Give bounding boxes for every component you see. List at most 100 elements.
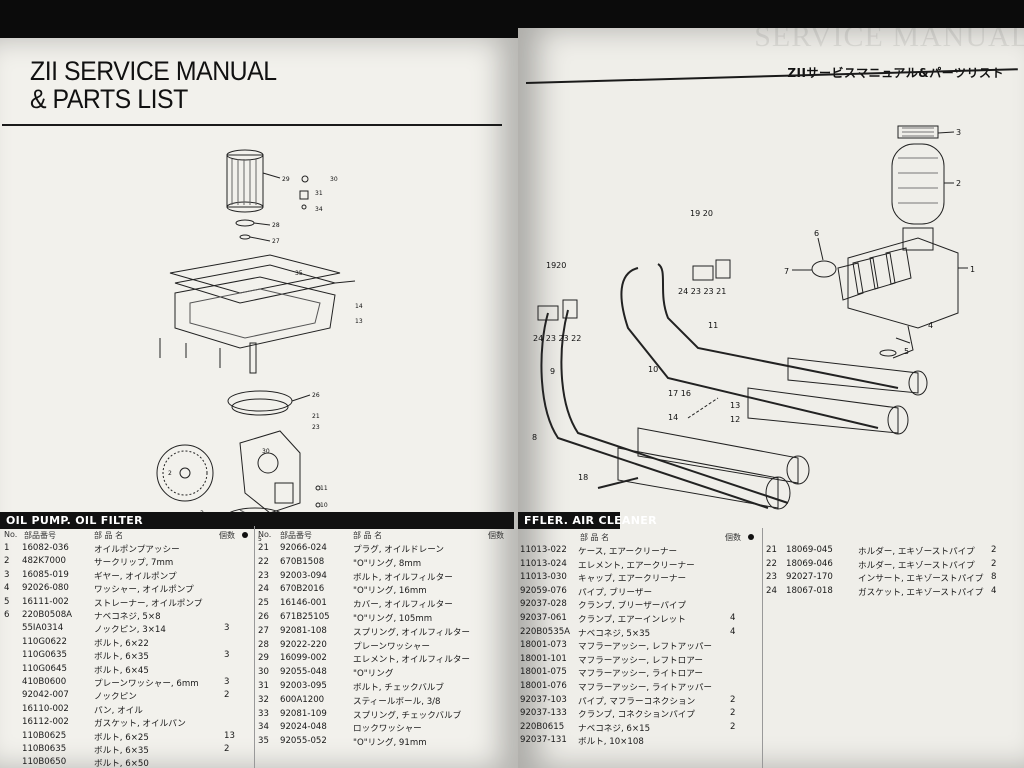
table-cell: 670B1508	[280, 556, 325, 567]
table-cell: ノックピン	[94, 692, 137, 703]
table-cell: 3	[224, 677, 230, 687]
table-cell: 23	[766, 572, 777, 583]
callout-30: 30	[330, 176, 338, 183]
left-page: ZII SERVICE MANUAL & PARTS LIST	[0, 38, 518, 768]
callout-26: 26	[312, 392, 320, 399]
callout-11: 11	[320, 485, 328, 492]
col-qty: 個数	[488, 531, 504, 540]
callout-13: 13	[355, 318, 363, 325]
callout-12: 12	[730, 415, 740, 424]
table-cell: 92003-095	[280, 681, 327, 691]
callout-24-23-23-21: 24 23 23 21	[678, 287, 726, 296]
callout-19-20-left: 1920	[546, 261, 566, 270]
callout-34: 34	[315, 206, 323, 213]
table-cell: ボルト, 6×22	[94, 638, 149, 649]
table-cell: マフラーアッシー, レフトアッパー	[578, 642, 713, 653]
table-cell: 670B2016	[280, 584, 325, 595]
table-cell: 25	[258, 598, 269, 609]
header-rule	[2, 124, 502, 126]
table-cell: ギヤー, オイルポンプ	[94, 571, 177, 582]
table-cell: ガスケット, エキゾーストパイプ	[858, 587, 984, 598]
table-cell: "O"リング	[353, 669, 394, 680]
callout-21: 21	[312, 413, 320, 420]
table-cell: スプリング, オイルフィルター	[353, 627, 471, 638]
table-cell: 92066-024	[280, 543, 327, 553]
table-cell: プラグ, オイルドレーン	[353, 545, 444, 555]
table-cell: ワッシャー, オイルポンプ	[94, 585, 194, 596]
callout-17-16: 17 16	[668, 389, 691, 398]
callout-35: 35	[295, 270, 303, 277]
col-part-number: 部品番号	[280, 531, 312, 540]
table-cell: サークリップ, 7mm	[94, 558, 174, 569]
table-cell: 92042-007	[22, 690, 69, 701]
table-cell: ガスケット, オイルパン	[94, 719, 186, 730]
col-no: No.	[4, 530, 18, 539]
callout-24-23-23-22: 24 23 23 22	[533, 334, 581, 343]
table-cell: 22	[766, 558, 777, 569]
table-cell: 16111-002	[22, 596, 69, 607]
table-cell: ストレーナー, オイルポンプ	[94, 598, 203, 609]
table-cell: マフラーアッシー, ライトロアー	[578, 669, 703, 680]
table-cell: 92081-108	[280, 625, 327, 636]
callout-23: 23	[312, 424, 320, 431]
table-cell: 3	[224, 623, 230, 634]
table-cell: 18001-101	[520, 653, 567, 664]
table-cell: 4	[991, 585, 997, 596]
table-cell: パイプ, マフラーコネクション	[578, 696, 696, 707]
table-cell: 2	[730, 708, 736, 719]
table-cell: ホルダー, エキゾーストパイプ	[858, 547, 975, 557]
table-cell: 16146-001	[280, 598, 327, 609]
table-cell: 92059-076	[520, 585, 567, 596]
table-cell: 92037-103	[520, 694, 567, 705]
callout-2: 2	[956, 179, 961, 188]
table-cell: 671B25105	[280, 612, 330, 622]
callout-10: 10	[648, 365, 658, 374]
table-cell: 110G0635	[22, 650, 67, 661]
table-cell: 92081-109	[280, 708, 327, 719]
table-cell: スティールボール, 3/8	[353, 696, 441, 707]
table-cell: 110B0625	[22, 730, 67, 741]
table-cell: 18069-045	[786, 545, 833, 555]
page-title: ZII SERVICE MANUAL & PARTS LIST	[30, 57, 277, 113]
callout-10: 10	[320, 502, 328, 509]
table-cell: 92024-048	[280, 722, 327, 733]
callout-3: 3	[956, 128, 961, 137]
callout-28: 28	[272, 222, 280, 229]
table-cell: ナベコネジ, 5×8	[94, 612, 161, 622]
table-cell: "O"リング, 8mm	[353, 558, 422, 569]
table-cell: ナベコネジ, 5×35	[578, 628, 651, 639]
table-cell: 33	[258, 708, 269, 719]
table-cell: 24	[258, 584, 269, 595]
table-cell: ボルト, 6×45	[94, 665, 149, 676]
table-cell: "O"リング, 91mm	[353, 738, 427, 749]
table-cell: 92003-094	[280, 570, 327, 581]
table-cell: エレメント, エアークリーナー	[578, 560, 695, 571]
callout-27: 27	[272, 238, 280, 245]
table-cell: カバー, オイルフィルター	[353, 600, 453, 611]
table-cell: 35	[258, 736, 269, 747]
table-cell: 11013-030	[520, 572, 567, 583]
table-cell: 2	[224, 744, 230, 754]
callout-7: 7	[784, 267, 789, 276]
section-title-muffler: FFLER. AIR CLEANER	[518, 512, 657, 529]
table-cell: ボルト, 6×35	[94, 652, 149, 663]
callout-5: 5	[904, 347, 909, 356]
table-cell: パイプ, ブリーザー	[578, 587, 653, 598]
table-cell: インサート, エキゾーストパイプ	[858, 574, 984, 585]
callout-29: 29	[282, 176, 290, 183]
col-no: No.	[258, 530, 272, 539]
table-cell: ロックワッシャー	[353, 724, 422, 735]
table-cell: 16110-002	[22, 703, 69, 714]
callout-14: 14	[355, 303, 363, 310]
col-part-number: 部品番号	[24, 531, 56, 540]
table-cell: 110B0650	[22, 757, 67, 768]
callout-19-20-top: 19 20	[690, 209, 713, 218]
table-cell: マフラーアッシー, レフトロアー	[578, 655, 703, 666]
table-cell: ボルト, 6×25	[94, 732, 149, 743]
table-cell: パン, オイル	[94, 705, 143, 716]
table-cell: 92022-220	[280, 639, 327, 650]
callout-18: 18	[578, 473, 588, 482]
table-cell: 2	[730, 721, 736, 732]
table-cell: 92037-061	[520, 613, 567, 623]
